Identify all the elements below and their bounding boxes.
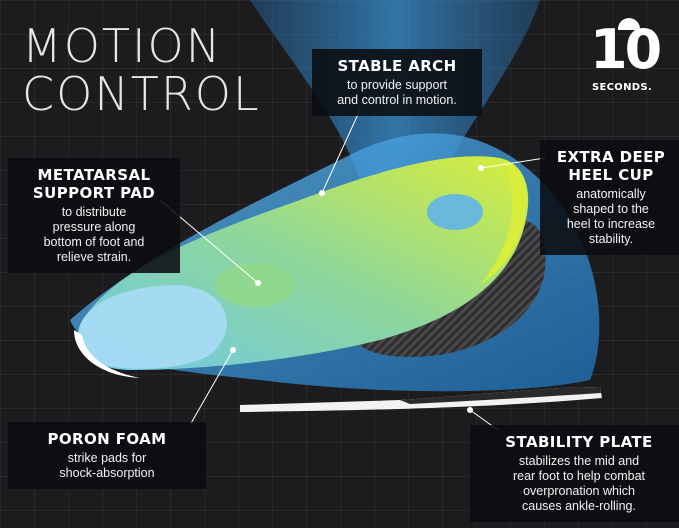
title-line-2: CONTROL <box>22 67 261 121</box>
callout-line: rear foot to help combat <box>512 469 646 483</box>
callout-heading: METATARSAL <box>37 166 151 184</box>
callout-line: strike pads for <box>67 451 147 465</box>
heel-pad <box>427 194 483 230</box>
leader-dot-metatarsal <box>255 280 261 286</box>
poron-foam-toe <box>78 285 227 369</box>
callout-line: and control in motion. <box>337 93 457 107</box>
callout-line: to provide support <box>346 78 448 92</box>
callout-text: anatomically shaped to the heel to incre… <box>550 187 672 247</box>
callout-line: shock-absorption <box>59 466 155 480</box>
callout-line: shaped to the <box>573 202 649 216</box>
leader-dot-poron <box>230 347 236 353</box>
brand-logo: 10 SECONDS. <box>590 18 662 100</box>
title-line-1: MOTION <box>22 19 223 73</box>
callout-stable-arch: STABLE ARCH to provide support and contr… <box>312 49 482 116</box>
logo-word: SECONDS. <box>592 82 652 93</box>
stability-plate-dark <box>400 387 601 404</box>
callout-text: to provide support and control in motion… <box>322 78 472 108</box>
insole-white-edge <box>74 330 140 378</box>
callout-stability-plate: STABILITY PLATE stabilizes the mid and r… <box>470 425 679 522</box>
callout-text: to distribute pressure along bottom of f… <box>18 205 170 265</box>
metatarsal-pad <box>215 263 295 307</box>
callout-line: causes ankle-rolling. <box>522 499 636 513</box>
callout-heading: STABLE ARCH <box>337 57 457 75</box>
callout-line: stabilizes the mid and <box>518 454 640 468</box>
heel-rim <box>480 160 527 285</box>
callout-line: stability. <box>588 232 634 246</box>
callout-line: heel to increase <box>566 217 656 231</box>
callout-text: stabilizes the mid and rear foot to help… <box>480 454 678 514</box>
leader-poron <box>189 349 234 426</box>
callout-line: relieve strain. <box>56 250 132 264</box>
callout-heading: EXTRA DEEP <box>556 148 666 166</box>
callout-line: to distribute <box>61 205 127 219</box>
logo-cap-icon <box>618 18 640 30</box>
leader-heel-cup <box>480 157 546 169</box>
callout-heading: STABILITY PLATE <box>505 433 653 451</box>
callout-heading: SUPPORT PAD <box>32 184 156 202</box>
leader-dot-plate <box>467 407 473 413</box>
callout-line: bottom of foot and <box>43 235 145 249</box>
leader-dot-heel-cup <box>478 165 484 171</box>
leader-dot-stable-arch <box>319 190 325 196</box>
leader-stable-arch <box>321 109 361 194</box>
callout-heading: PORON FOAM <box>47 430 167 448</box>
callout-heel-cup: EXTRA DEEP HEEL CUP anatomically shaped … <box>540 140 679 255</box>
callout-heading: HEEL CUP <box>568 166 654 184</box>
callout-poron-foam: PORON FOAM strike pads for shock-absorpt… <box>8 422 206 489</box>
page-title: MOTION CONTROL <box>22 22 261 118</box>
logo-number: 10 <box>590 18 662 81</box>
callout-metatarsal-pad: METATARSAL SUPPORT PAD to distribute pre… <box>8 158 180 273</box>
callout-line: anatomically <box>576 187 646 201</box>
callout-line: overpronation which <box>523 484 635 498</box>
callout-text: strike pads for shock-absorption <box>18 451 196 481</box>
callout-line: pressure along <box>52 220 136 234</box>
